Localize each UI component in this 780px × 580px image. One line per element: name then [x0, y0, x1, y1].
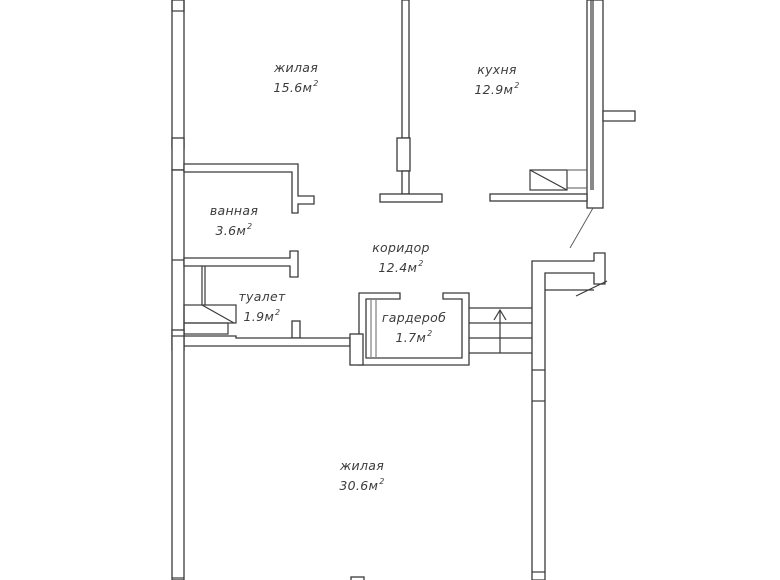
bottom-wall-stub	[350, 576, 365, 580]
room-area: 1.7м2	[395, 329, 433, 345]
wardrobe-walls	[349, 292, 470, 366]
room-label-toilet: туалет 1.9м2	[238, 289, 285, 325]
room-label-kitchen: кухня 12.9м2	[474, 62, 519, 98]
room-name: гардероб	[381, 310, 447, 325]
kitchen-bottom-wall	[489, 169, 588, 202]
room-name: жилая	[273, 60, 319, 75]
room-label-wardrobe: гардероб 1.7м2	[382, 310, 446, 346]
room-name: ванная	[209, 203, 259, 218]
room-area: 12.9м2	[474, 81, 520, 97]
entrance-wall	[531, 252, 608, 580]
room-name: кухня	[477, 62, 517, 77]
room-label-living-2: жилая 30.6м2	[339, 458, 384, 494]
toilet-bottom-wall	[171, 329, 351, 580]
room-label-living-1: жилая 15.6м2	[273, 60, 318, 96]
room-area: 12.4м2	[378, 259, 424, 275]
bathroom-bottom-wall	[183, 250, 299, 278]
kitchen-right-wall	[586, 0, 636, 209]
room-name: коридор	[372, 240, 430, 255]
room-area: 3.6м2	[215, 222, 253, 238]
left-outer-wall-upper	[171, 0, 185, 351]
room-area: 30.6м2	[339, 477, 385, 493]
room-name: жилая	[339, 458, 385, 473]
room-label-bathroom: ванная 3.6м2	[210, 203, 258, 239]
bathroom-top-wall	[183, 163, 315, 214]
stairs	[469, 307, 532, 354]
room-name: туалет	[238, 289, 286, 304]
center-partition	[379, 0, 443, 203]
stairs-up-arrow-icon	[493, 308, 507, 321]
door-swing-line	[569, 207, 594, 249]
room-area: 15.6м2	[273, 79, 319, 95]
room-area: 1.9м2	[243, 308, 281, 324]
room-label-corridor: коридор 12.4м2	[372, 240, 430, 276]
